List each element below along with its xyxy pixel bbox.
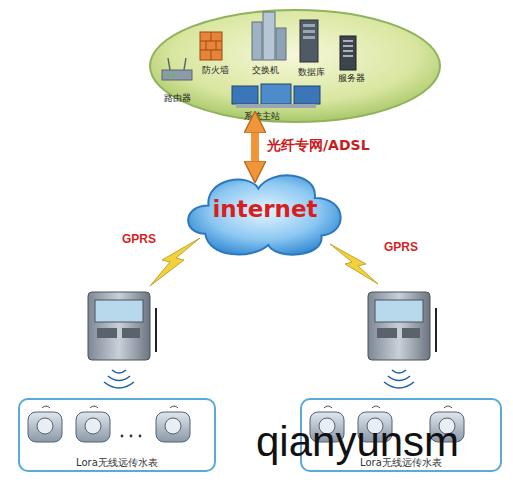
station-label: 系统主站 xyxy=(244,110,280,123)
internet-cloud: internet xyxy=(182,166,348,260)
icon-label: 交换机 xyxy=(252,64,279,77)
cloud-label: internet xyxy=(182,196,348,222)
icon-label: 服务器 xyxy=(338,72,365,85)
meter-group: Lora无线远传水表 xyxy=(18,398,216,472)
icon-label: 数据库 xyxy=(298,66,325,79)
signal-waves xyxy=(104,370,414,388)
link-type-label: GPRS xyxy=(122,232,156,246)
ellipse-outline xyxy=(148,8,442,124)
icon-label: 防火墙 xyxy=(202,64,229,77)
link-label: 光纤专网/ADSL xyxy=(267,137,370,155)
link-type-label: GPRS xyxy=(384,240,418,254)
server-platform: 路由器 防火墙 交换机 数据库服务器系统主站 xyxy=(148,8,442,124)
concentrator-device xyxy=(368,292,436,360)
group-label: Lora无线远传水表 xyxy=(20,456,214,470)
wireless-bolt xyxy=(330,244,378,284)
concentrator-device xyxy=(88,292,156,360)
wireless-bolt xyxy=(150,238,200,286)
double-arrow xyxy=(251,120,259,174)
watermark: qianyunsm xyxy=(256,418,459,466)
platform-ellipse xyxy=(150,10,440,122)
icon-label: 路由器 xyxy=(164,92,191,105)
